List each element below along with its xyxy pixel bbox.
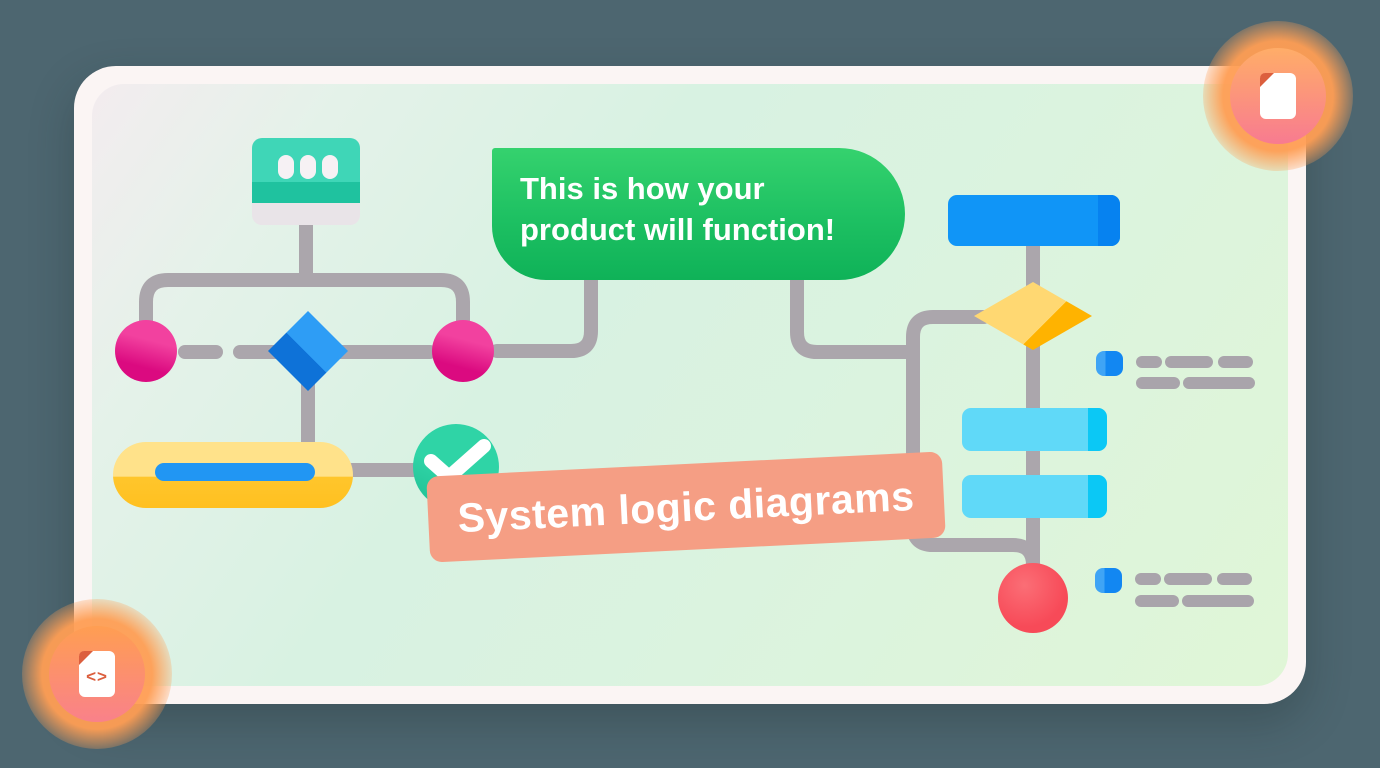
title-banner-label: System logic diagrams: [456, 472, 916, 541]
document-fold: [1260, 73, 1274, 87]
app-window-icon: [252, 138, 360, 225]
process-rect-2: [962, 475, 1107, 518]
start-rect-blue: [948, 195, 1120, 246]
speech-bubble-line2: product will function!: [520, 212, 836, 247]
label-group-2: [1095, 568, 1257, 608]
process-rect-edge: [1088, 408, 1107, 451]
speech-bubble-line1: This is how your: [520, 171, 765, 206]
text-dash: [1135, 595, 1179, 607]
text-dash: [1182, 595, 1254, 607]
text-dash: [1217, 573, 1252, 585]
label-group-1: [1096, 351, 1258, 391]
text-dash: [1136, 356, 1162, 368]
code-file-icon: <>: [79, 651, 115, 697]
text-dash: [1136, 377, 1180, 389]
text-dash: [1183, 377, 1255, 389]
text-dash: [1165, 356, 1213, 368]
app-window-band: [252, 182, 360, 203]
text-dash: [1218, 356, 1253, 368]
progress-bar: [155, 463, 315, 481]
window-dot-icon: [300, 155, 316, 179]
window-dot-icon: [322, 155, 338, 179]
process-rect-1: [962, 408, 1107, 451]
badge-bottom-left: <>: [49, 626, 145, 722]
label-marker-icon: [1096, 351, 1123, 376]
code-glyphs: <>: [86, 667, 108, 686]
text-dash: [1164, 573, 1212, 585]
text-dash: [1135, 573, 1161, 585]
end-node: [998, 563, 1068, 633]
start-node-left: [115, 320, 177, 382]
process-pill: [113, 442, 353, 508]
start-node-right: [432, 320, 494, 382]
window-dot-icon: [278, 155, 294, 179]
start-rect-edge: [1098, 195, 1120, 246]
connector-bubble-right-stem: [790, 271, 920, 359]
document-icon: [1260, 73, 1296, 119]
speech-bubble: This is how your product will function!: [492, 148, 905, 280]
process-rect-edge: [1088, 475, 1107, 518]
badge-top-right: [1230, 48, 1326, 144]
connector-top-arc: [139, 273, 470, 333]
label-marker-icon: [1095, 568, 1122, 593]
connector-bubble-left-stem: [490, 271, 598, 358]
